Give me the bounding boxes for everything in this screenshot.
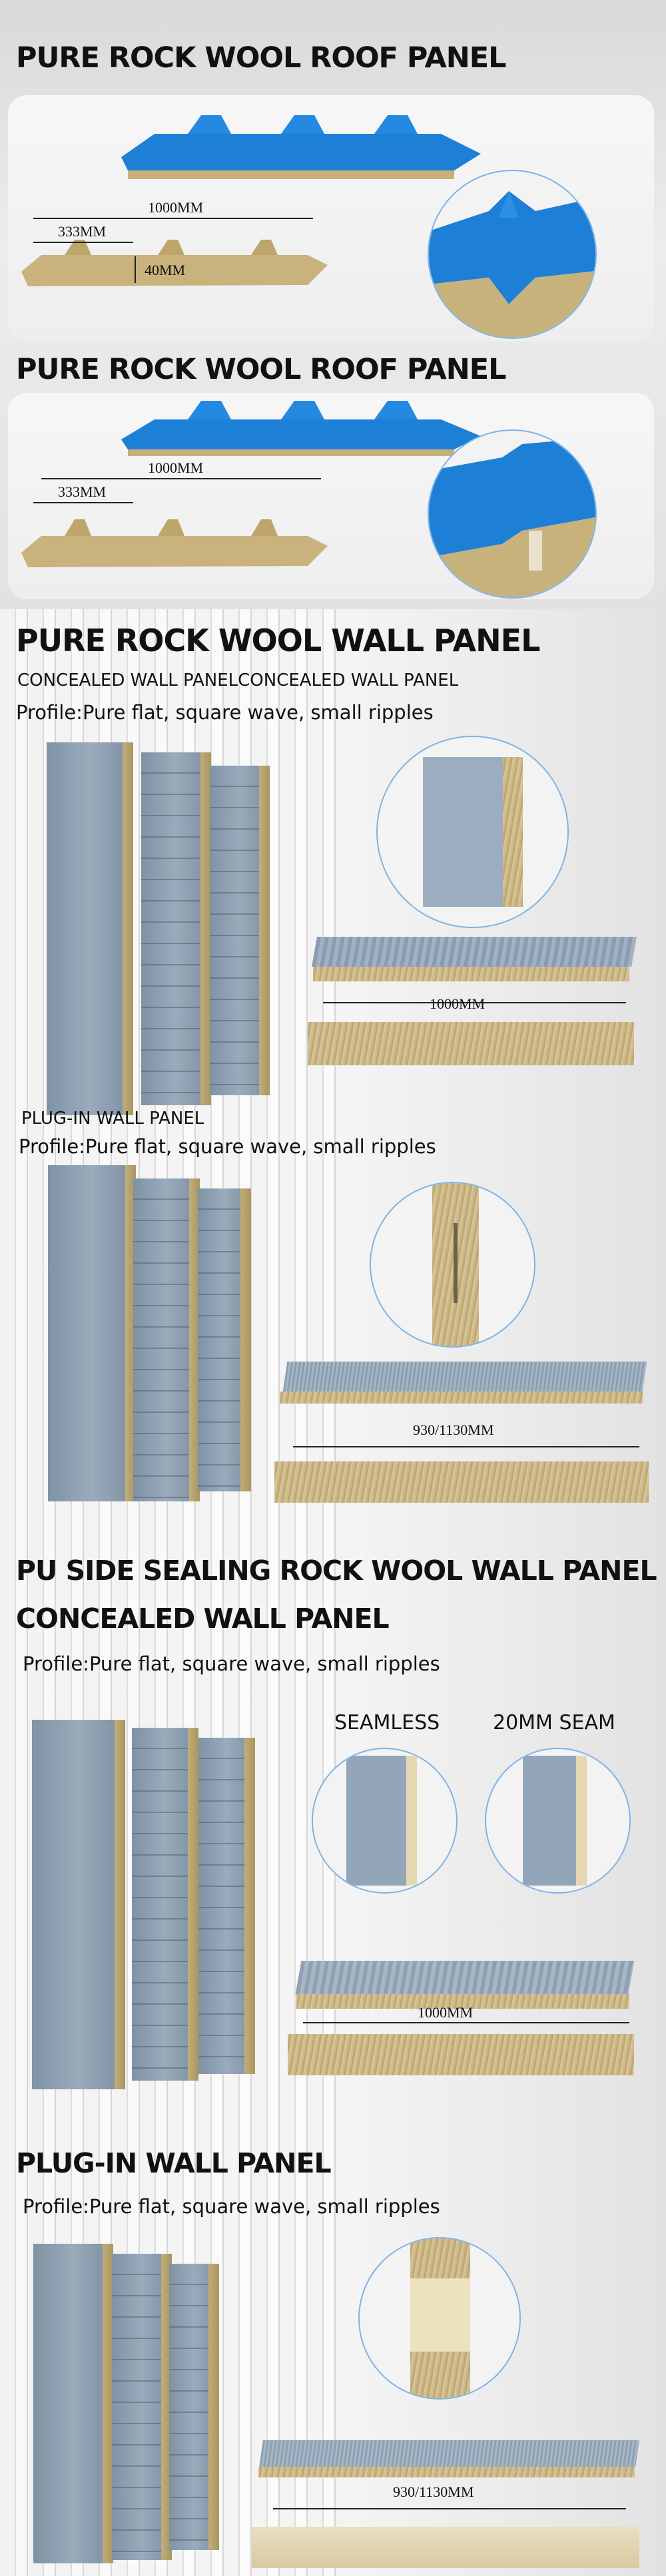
roof-panel-wool-image-2 <box>21 519 328 567</box>
roof-width-line-2 <box>41 478 321 479</box>
roof-section: PURE ROCK WOOL ROOF PANEL 1000MM 333MM 4… <box>0 0 666 609</box>
plugin-title-2: PLUG-IN WALL PANEL <box>16 2147 332 2179</box>
pu-panel-standing-1 <box>32 1720 125 2089</box>
concealed-panel-bottom <box>308 1022 634 1065</box>
pu-concealed-dim-line <box>303 2022 629 2023</box>
pu-plugin-panel-bottom <box>252 2527 639 2568</box>
pu-panel-standing-2 <box>132 1728 198 2081</box>
roof-rib-line <box>33 242 133 243</box>
pu-concealed-dim-label: 1000MM <box>418 2004 474 2021</box>
pu-panel-bottom <box>288 2034 634 2075</box>
pu-plugin-dim-line <box>273 2508 626 2509</box>
pu-panel-top-wool <box>296 1994 629 2009</box>
roof-panel-blue-image-2 <box>121 401 481 456</box>
plugin-panel-top <box>282 1362 647 1392</box>
wall-panel-standing-1 <box>47 742 133 1115</box>
concealed-label: CONCEALED WALL PANELCONCEALED WALL PANEL <box>17 670 459 690</box>
concealed-title-2: CONCEALED WALL PANEL <box>16 1603 390 1635</box>
seam-joint-image <box>523 1756 576 1886</box>
wall-section-1: PURE ROCK WOOL WALL PANEL CONCEALED WALL… <box>0 609 666 1515</box>
pu-plugin-panel-top <box>259 2440 639 2467</box>
wall-section-2: PU SIDE SEALING ROCK WOOL WALL PANEL CON… <box>0 1515 666 2576</box>
wall-panel-standing-2 <box>141 752 211 1105</box>
seamless-pu-seal <box>406 1756 417 1886</box>
roof-card-2: 1000MM 333MM <box>8 393 654 599</box>
roof-panel-wool-image <box>21 240 328 286</box>
pu-plugin-panel-standing-3 <box>169 2264 219 2550</box>
roof-detail-image <box>429 191 595 338</box>
plugin-profile-2: Profile:Pure flat, square wave, small ri… <box>23 2195 440 2218</box>
plugin-panel-standing-1 <box>48 1165 136 1501</box>
roof-detail-circle-1 <box>428 170 597 339</box>
pu-plugin-panel-standing-2 <box>112 2254 172 2560</box>
roof-title-2: PURE ROCK WOOL ROOF PANEL <box>16 353 506 386</box>
pu-plugin-panel-standing-1 <box>33 2244 113 2563</box>
plugin-dim-line <box>293 1446 639 1447</box>
concealed-panel-top <box>312 937 637 967</box>
pu-panel-standing-3 <box>198 1738 255 2074</box>
pu-plugin-panel-top-wool <box>258 2467 635 2477</box>
concealed-joint-wool <box>503 757 523 907</box>
concealed-joint-image <box>423 757 503 907</box>
roof-panel-blue-image <box>121 115 481 179</box>
wall-title-1: PURE ROCK WOOL WALL PANEL <box>16 623 540 658</box>
pu-plugin-detail-circle <box>358 2237 521 2400</box>
concealed-panel-top-wool <box>313 967 629 981</box>
seam-detail-circle <box>485 1748 631 1894</box>
concealed-profile-2: Profile:Pure flat, square wave, small ri… <box>23 1653 440 1675</box>
roof-rib-label: 333MM <box>58 223 107 240</box>
roof-thickness-line <box>135 256 136 283</box>
roof-rib-line-2 <box>33 502 133 503</box>
wall-title-2: PU SIDE SEALING ROCK WOOL WALL PANEL <box>16 1555 657 1587</box>
seamless-joint-image <box>346 1756 406 1886</box>
plugin-panel-bottom <box>274 1461 649 1503</box>
plugin-panel-standing-3 <box>198 1188 251 1491</box>
roof-detail-image-2 <box>429 437 595 597</box>
wall-panel-standing-3 <box>210 766 270 1095</box>
plugin-dim-label: 930/1130MM <box>413 1421 494 1438</box>
concealed-profile: Profile:Pure flat, square wave, small ri… <box>16 701 434 724</box>
seam-pu-seal <box>576 1756 587 1886</box>
pu-plugin-dim-label: 930/1130MM <box>393 2483 474 2500</box>
roof-width-line <box>33 218 313 219</box>
roof-thickness-label: 40MM <box>145 262 186 278</box>
plugin-label: PLUG-IN WALL PANEL <box>21 1109 204 1129</box>
roof-detail-circle-2 <box>428 429 597 599</box>
pu-plugin-seal <box>410 2278 470 2352</box>
plugin-panel-standing-2 <box>133 1178 200 1501</box>
plugin-panel-top-wool <box>280 1392 643 1404</box>
concealed-detail-circle <box>376 736 569 928</box>
roof-width-label-2: 1000MM <box>148 459 204 476</box>
concealed-dim-line <box>323 1002 626 1003</box>
plugin-joint-seam <box>454 1223 458 1303</box>
roof-width-label: 1000MM <box>148 199 204 216</box>
plugin-detail-circle <box>370 1182 535 1348</box>
roof-rib-label-2: 333MM <box>58 483 107 500</box>
seamless-label: SEAMLESS <box>334 1711 440 1734</box>
plugin-profile: Profile:Pure flat, square wave, small ri… <box>19 1135 436 1158</box>
roof-title-1: PURE ROCK WOOL ROOF PANEL <box>16 41 506 75</box>
concealed-dim-label: 1000MM <box>430 995 486 1012</box>
pu-panel-top <box>295 1961 635 1994</box>
roof-card-1: 1000MM 333MM 40MM <box>8 95 654 342</box>
seam-label: 20MM SEAM <box>493 1711 615 1734</box>
seamless-detail-circle <box>312 1748 458 1894</box>
